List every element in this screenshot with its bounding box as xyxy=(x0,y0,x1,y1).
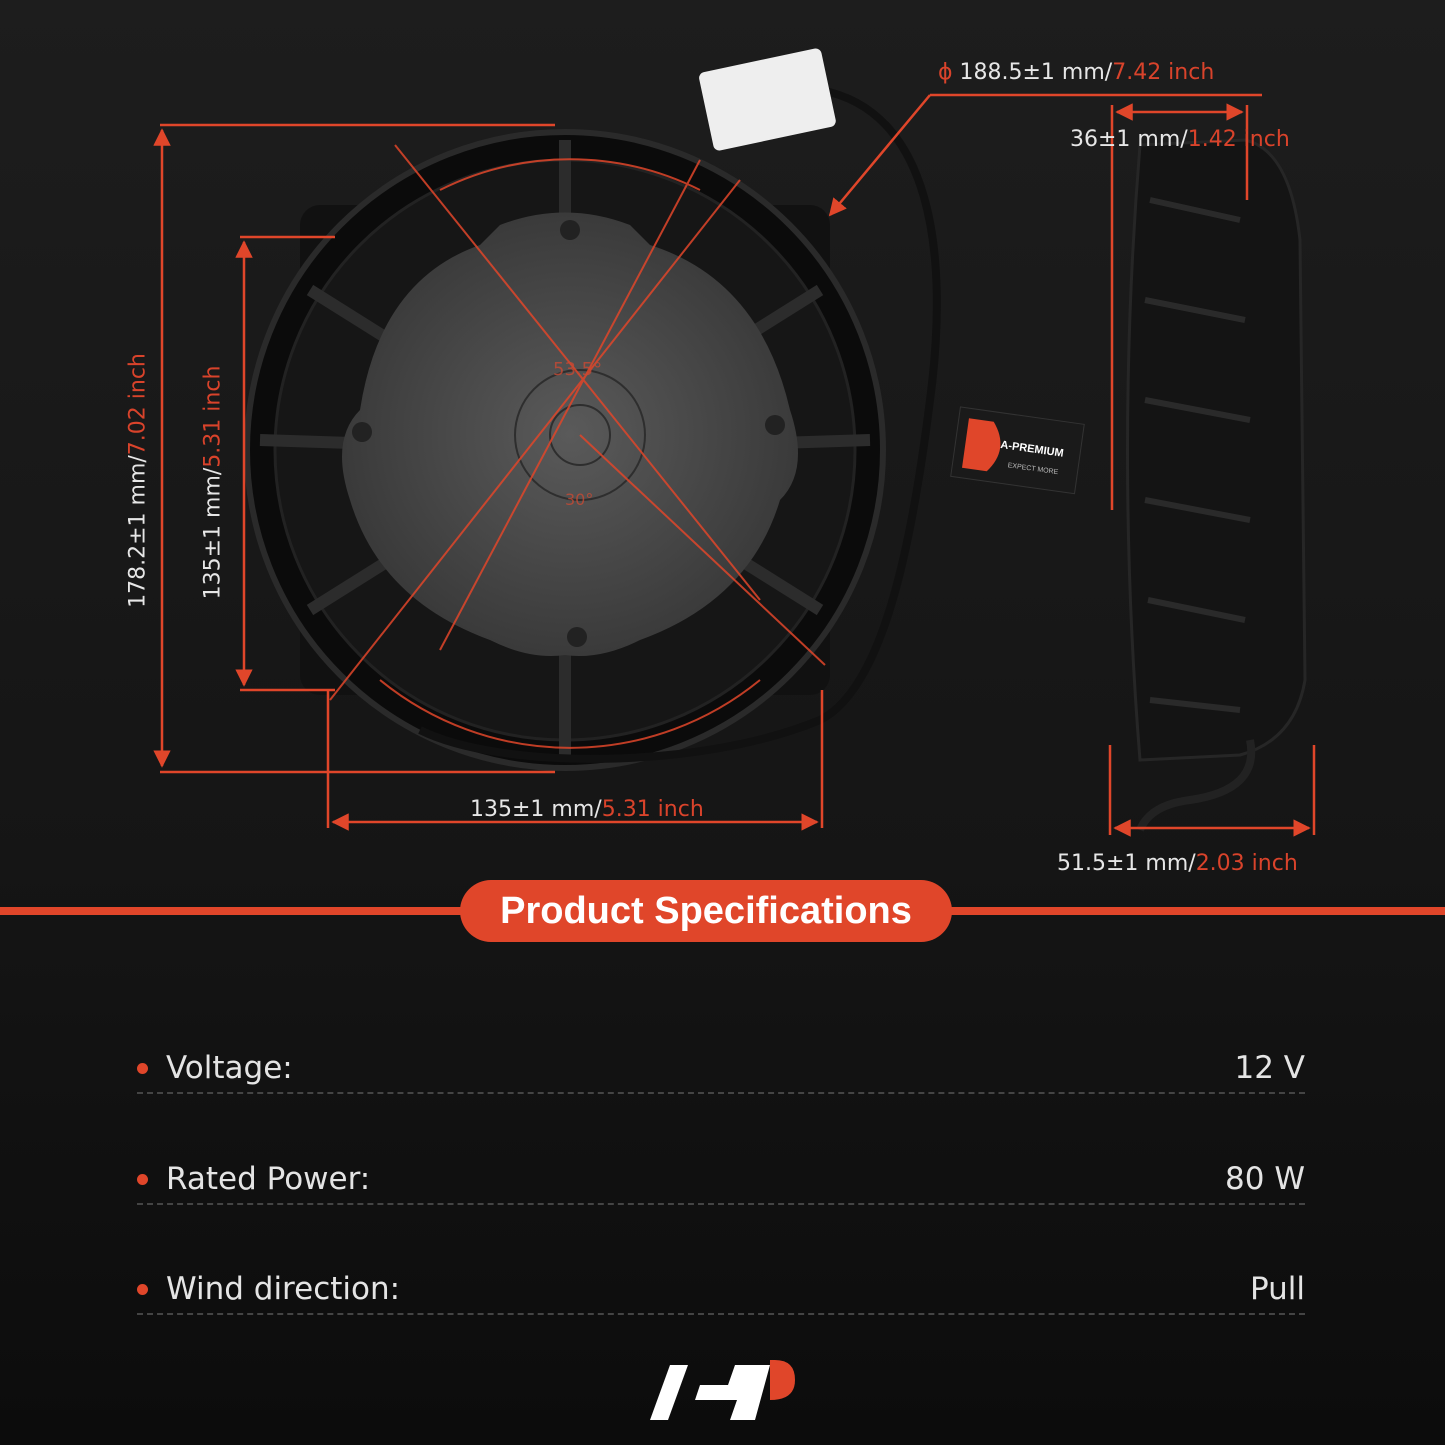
bullet-icon xyxy=(137,1062,148,1074)
banner-title: Product Specifications xyxy=(460,880,952,942)
spec-row-voltage: Voltage: 12 V xyxy=(137,1044,1305,1094)
dim-height-mount: 135±1 mm/5.31 inch xyxy=(200,365,226,600)
dim-height-outer: 178.2±1 mm/7.02 inch xyxy=(125,353,151,608)
spec-label: Voltage: xyxy=(166,1050,293,1086)
dim-diameter: ϕ 188.5±1 mm/7.42 inch xyxy=(938,60,1215,85)
spec-value: 80 W xyxy=(1225,1161,1305,1197)
dim-width-mount: 135±1 mm/5.31 inch xyxy=(470,797,704,822)
spec-row-power: Rated Power: 80 W xyxy=(137,1155,1305,1205)
fan-drawing: A-PREMIUM EXPECT MORE 53.5° 30° xyxy=(153,48,1316,837)
fan-front-view xyxy=(244,48,941,771)
brand-logo xyxy=(650,1360,795,1420)
dim-depth-total: 51.5±1 mm/2.03 inch xyxy=(1057,851,1298,876)
bullet-icon xyxy=(137,1283,148,1295)
spec-value: 12 V xyxy=(1234,1050,1305,1086)
spec-row-wind: Wind direction: Pull xyxy=(137,1265,1305,1315)
angle-bottom-label: 30° xyxy=(565,490,593,509)
bullet-icon xyxy=(137,1173,148,1185)
spec-label: Wind direction: xyxy=(166,1271,401,1307)
angle-top-label: 53.5° xyxy=(553,359,602,380)
dim-depth-thin: 36±1 mm/1.42 inch xyxy=(1070,127,1290,152)
brand-tag: A-PREMIUM EXPECT MORE xyxy=(950,406,1085,495)
spec-label: Rated Power: xyxy=(166,1161,371,1197)
spec-value: Pull xyxy=(1249,1271,1305,1307)
fan-side-view xyxy=(1126,138,1307,832)
